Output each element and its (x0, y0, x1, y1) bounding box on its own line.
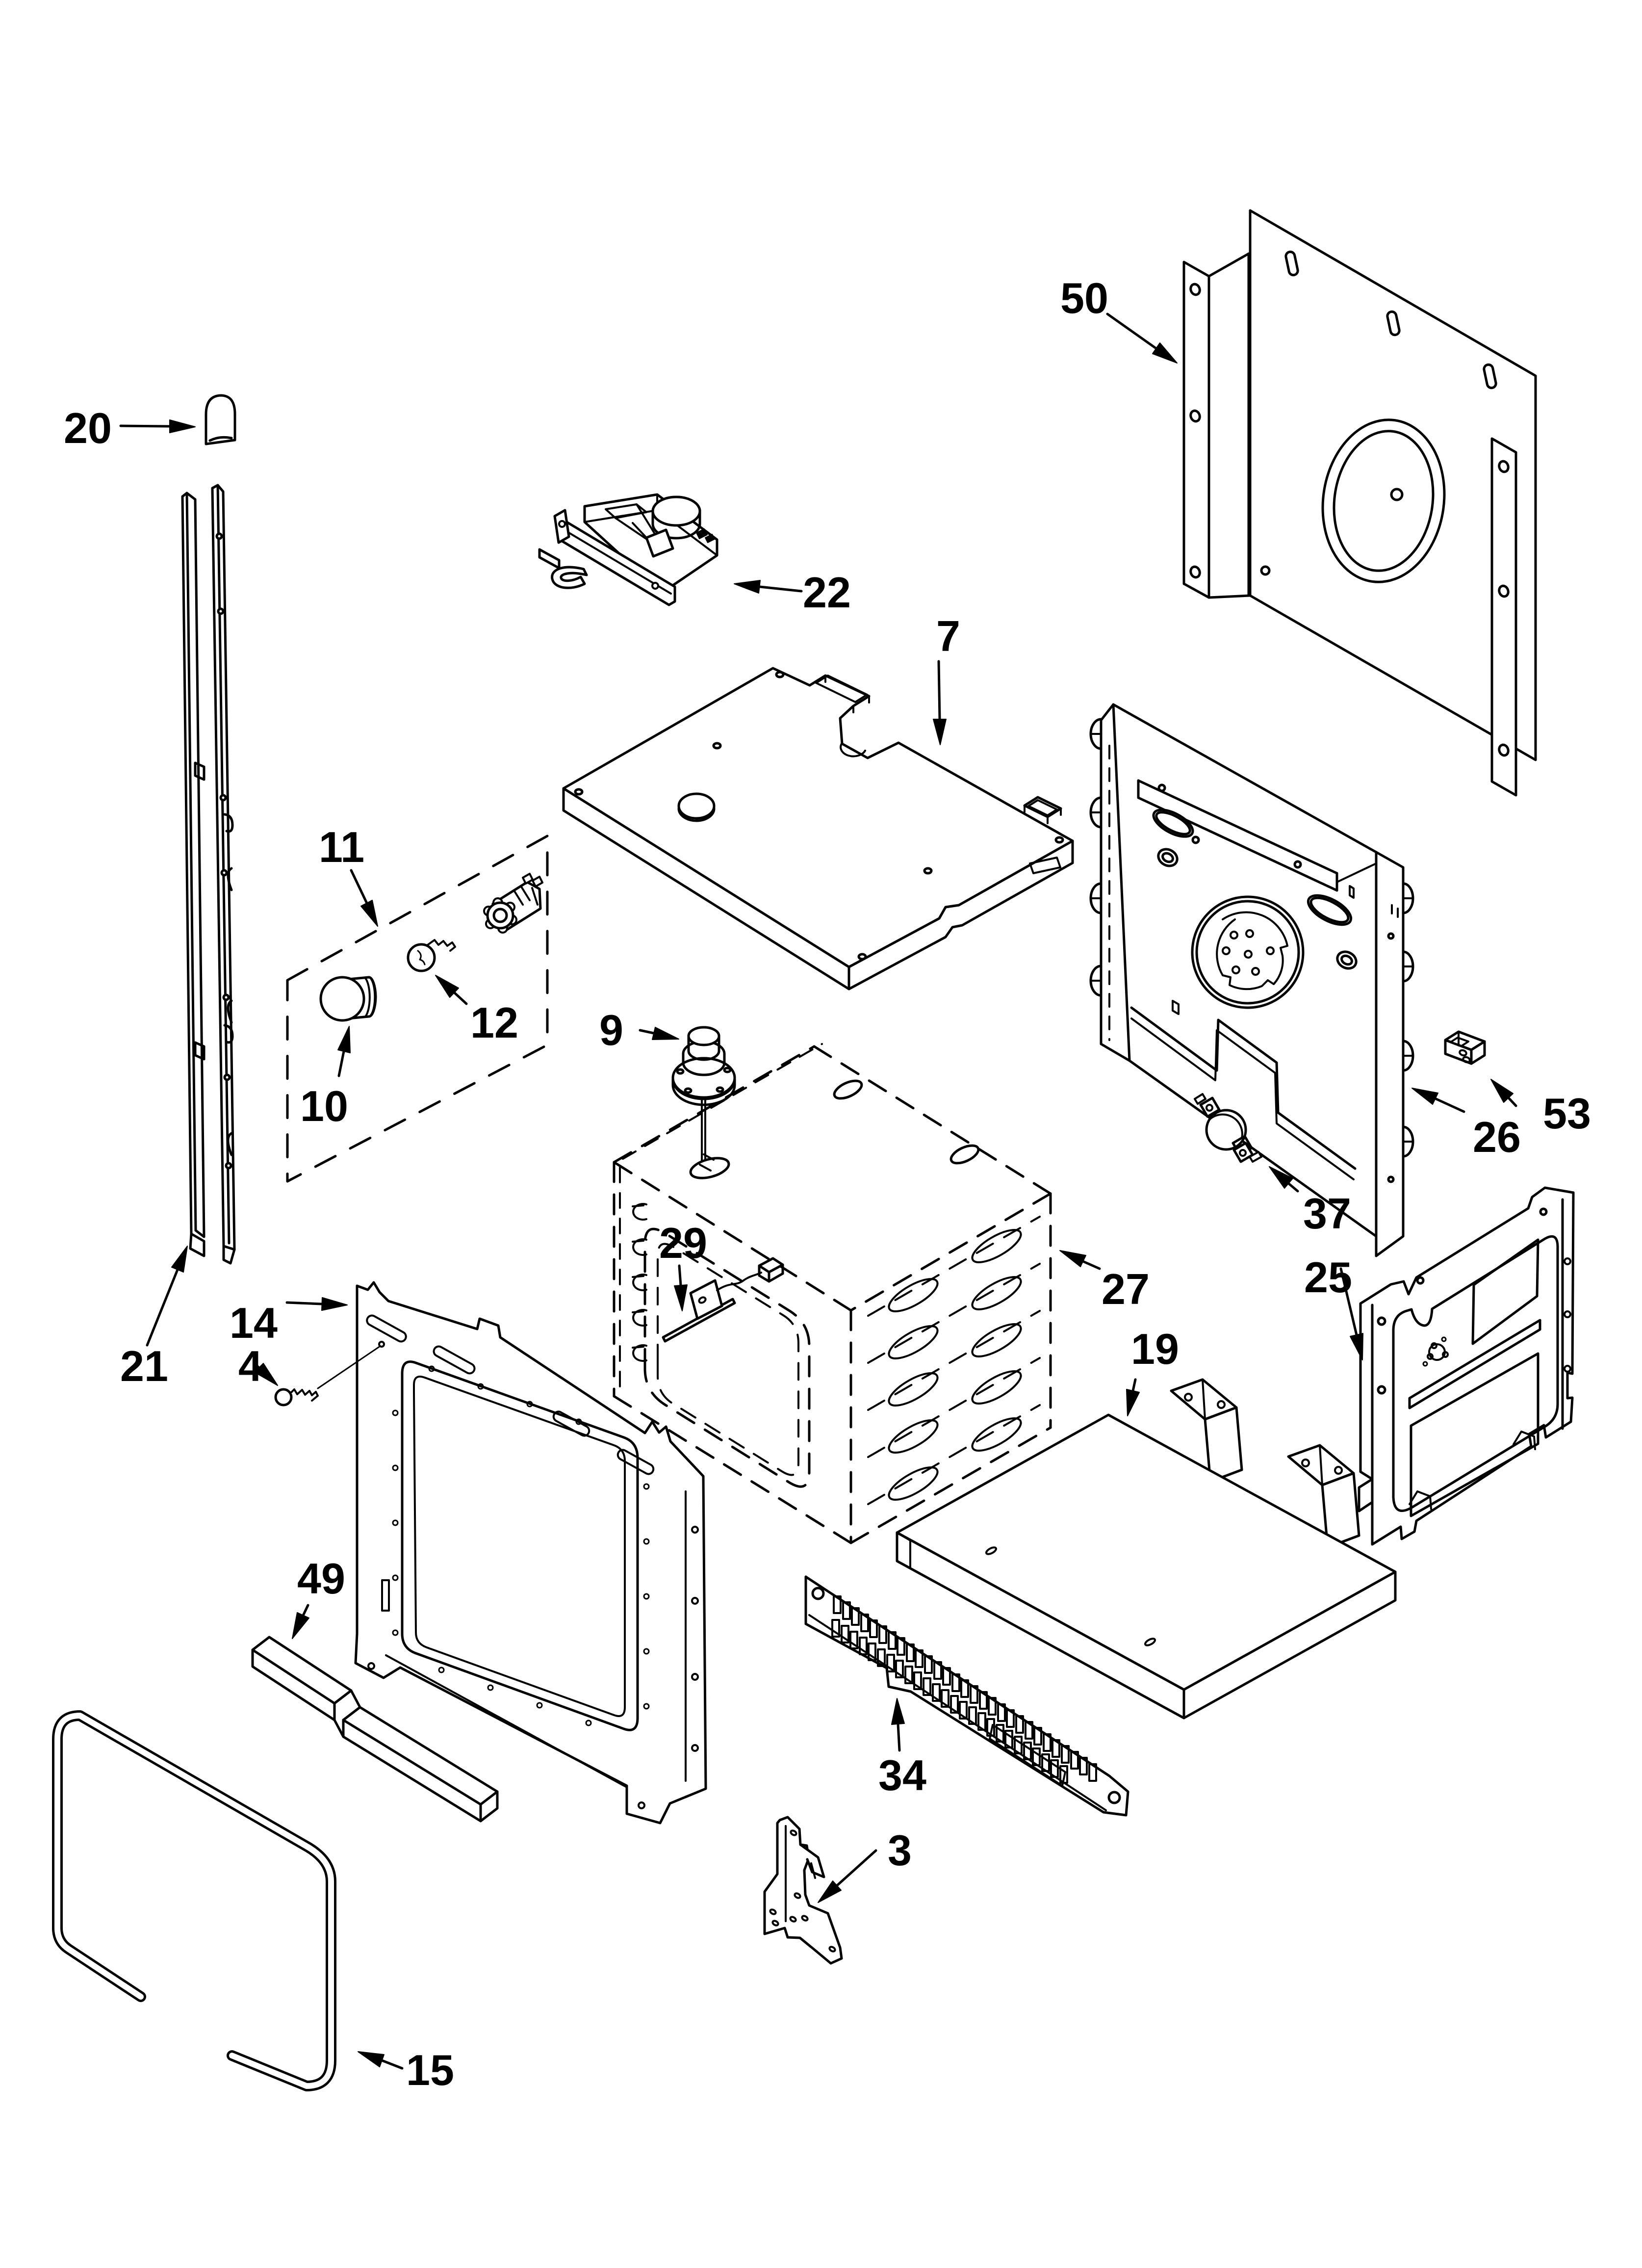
svg-text:25: 25 (1304, 1253, 1352, 1302)
svg-text:29: 29 (659, 1219, 707, 1267)
svg-text:3: 3 (888, 1826, 912, 1875)
svg-text:7: 7 (936, 612, 960, 660)
svg-text:37: 37 (1303, 1189, 1351, 1238)
svg-text:53: 53 (1543, 1089, 1591, 1138)
svg-text:22: 22 (803, 568, 851, 617)
svg-text:19: 19 (1131, 1325, 1179, 1373)
svg-text:34: 34 (878, 1751, 926, 1799)
svg-text:14: 14 (230, 1299, 278, 1347)
svg-text:50: 50 (1060, 274, 1108, 322)
svg-text:20: 20 (64, 404, 112, 452)
svg-text:9: 9 (599, 1006, 623, 1054)
svg-text:27: 27 (1102, 1265, 1150, 1313)
svg-text:12: 12 (470, 998, 518, 1047)
svg-text:21: 21 (120, 1342, 168, 1390)
svg-text:26: 26 (1473, 1113, 1521, 1161)
svg-text:49: 49 (297, 1554, 345, 1603)
svg-text:10: 10 (300, 1082, 348, 1130)
svg-text:15: 15 (406, 2046, 454, 2094)
svg-text:11: 11 (319, 823, 364, 871)
